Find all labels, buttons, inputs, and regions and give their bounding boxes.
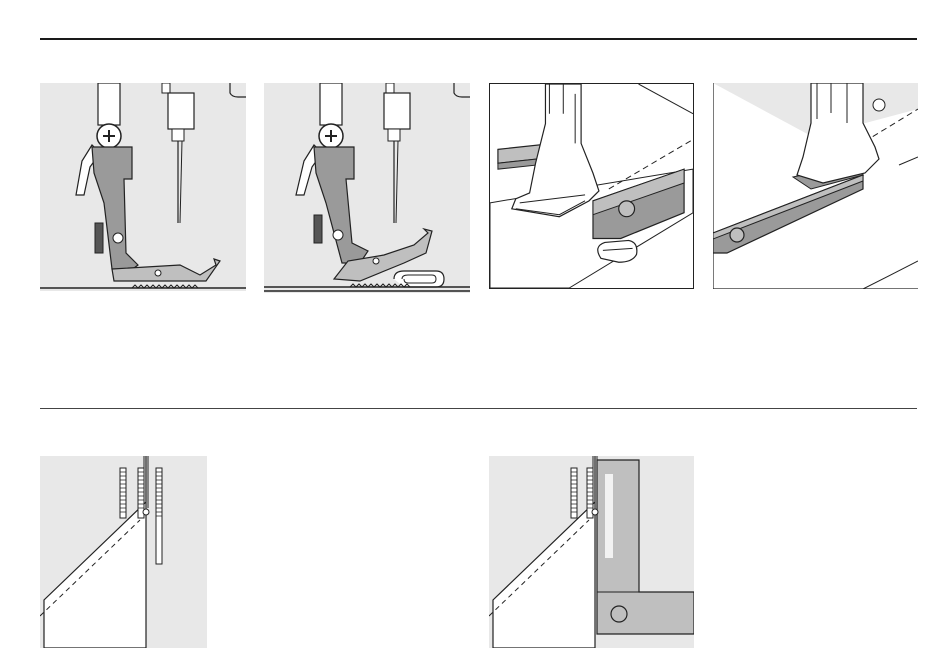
presser-foot-compensation-plate-rear-icon <box>713 83 918 289</box>
presser-foot-height-compensation-icon <box>264 83 470 293</box>
top-divider <box>40 38 917 40</box>
presser-foot-compensation-plates-icon <box>489 83 694 289</box>
section-divider <box>40 408 917 409</box>
feed-dog-corner-plate-diagram-icon <box>489 456 694 648</box>
feed-dog-corner-diagram-icon <box>40 456 207 648</box>
presser-foot-side-view-icon <box>40 83 246 291</box>
